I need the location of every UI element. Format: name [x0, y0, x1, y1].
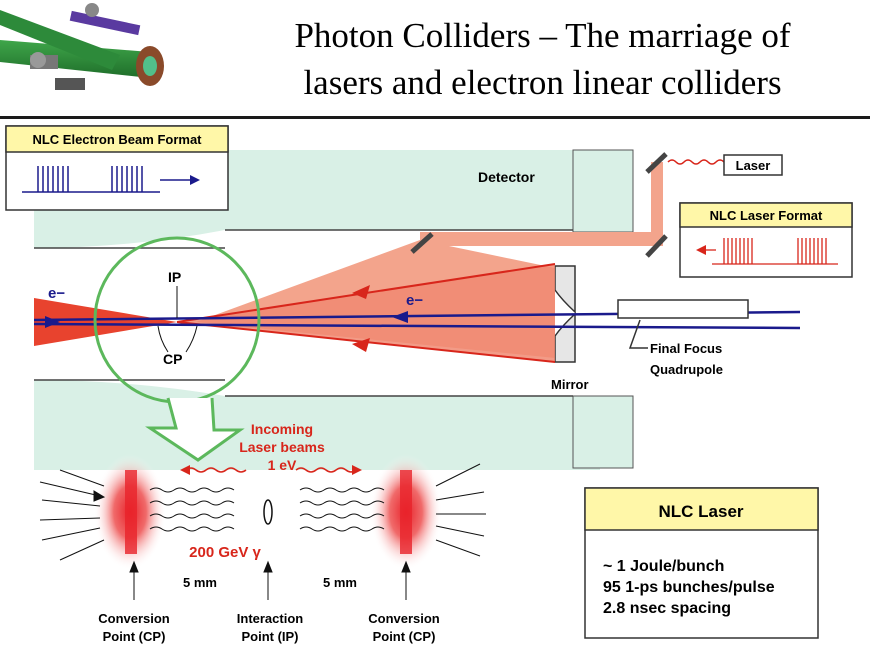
distance-left-label: 5 mm	[183, 575, 217, 590]
laser-source-label: Laser	[736, 158, 771, 173]
electron-beam-format-label: NLC Electron Beam Format	[32, 132, 202, 147]
slide-title: Photon Colliders – The marriage of laser…	[215, 12, 870, 106]
electron-label-right: e−	[406, 292, 423, 309]
distance-right-label: 5 mm	[323, 575, 357, 590]
ip-bottom-label-2: Point (IP)	[241, 629, 298, 644]
title-line-2: lasers and electron linear colliders	[303, 63, 782, 102]
gamma-energy-label: 200 GeV γ	[189, 544, 261, 561]
final-focus-label-2: Quadrupole	[650, 362, 723, 377]
cp-right-label-2: Point (CP)	[373, 629, 436, 644]
final-focus-quadrupole	[617, 299, 749, 319]
laser-format-box	[679, 202, 853, 278]
nlc-laser-title: NLC Laser	[658, 502, 743, 521]
ip-bottom-label-1: Interaction	[237, 611, 304, 626]
electron-beam-format-box	[5, 125, 229, 211]
nlc-laser-line-3: 2.8 nsec spacing	[603, 600, 731, 617]
ip-label: IP	[168, 269, 181, 285]
nlc-laser-line-1: ~ 1 Joule/bunch	[603, 558, 724, 575]
title-line-1: Photon Colliders – The marriage of	[294, 16, 791, 55]
title-divider	[0, 116, 870, 119]
nlc-laser-line-2: 95 1-ps bunches/pulse	[603, 579, 775, 596]
conversion-region	[39, 454, 486, 600]
incoming-label-1: Incoming	[251, 421, 313, 437]
mirror-label: Mirror	[551, 377, 589, 392]
cp-right-label-1: Conversion	[368, 611, 440, 626]
final-focus-label-1: Final Focus	[650, 341, 722, 356]
interaction-beams	[34, 263, 556, 363]
cp-left-label-2: Point (CP)	[103, 629, 166, 644]
incoming-label-2: Laser beams	[239, 439, 325, 455]
laser-energy-label: 1 eV	[268, 457, 297, 473]
laser-format-label: NLC Laser Format	[710, 208, 823, 223]
cp-label: CP	[163, 351, 182, 367]
detector-label: Detector	[478, 169, 535, 185]
collider-logo	[0, 3, 164, 90]
cp-left-label-1: Conversion	[98, 611, 170, 626]
electron-label-left: e−	[48, 285, 65, 302]
laser-source-box	[723, 154, 783, 176]
zoom-callout	[93, 236, 261, 462]
nlc-laser-box	[584, 487, 819, 639]
